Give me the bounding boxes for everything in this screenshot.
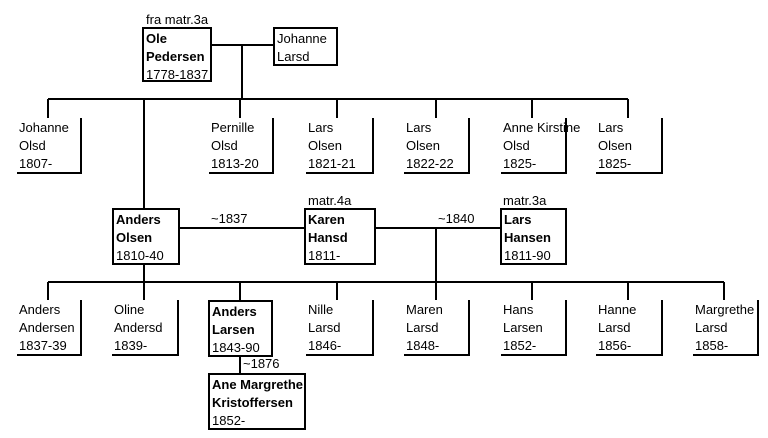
lars-hansen-origin-note: matr.3a bbox=[503, 193, 547, 208]
person-line: Olsen bbox=[598, 138, 632, 153]
person-line: 1825- bbox=[598, 156, 632, 171]
person-line: Larsd bbox=[406, 320, 439, 335]
person-line: Larsd bbox=[308, 320, 341, 335]
ole-origin-note: fra matr.3a bbox=[146, 12, 209, 27]
person-line: 1822-22 bbox=[406, 156, 454, 171]
person-line: Olsd bbox=[211, 138, 238, 153]
person-line: 1837-39 bbox=[19, 338, 67, 353]
person-line: Lars bbox=[406, 120, 432, 135]
person-line: Olsd bbox=[19, 138, 46, 153]
person-line: 1856- bbox=[598, 338, 632, 353]
person-line: Margrethe bbox=[695, 302, 755, 317]
person-line: Larsd bbox=[695, 320, 728, 335]
person-line: 1811-90 bbox=[504, 248, 551, 263]
person-line: 1811- bbox=[308, 248, 341, 263]
person-line: Nille bbox=[308, 302, 334, 317]
person-line: Karen bbox=[308, 212, 345, 227]
person-line: Pedersen bbox=[146, 49, 205, 64]
person-line: Olsen bbox=[116, 230, 153, 245]
person-line: 1821-21 bbox=[308, 156, 356, 171]
person-line: 1825- bbox=[503, 156, 537, 171]
person-line: Lars bbox=[598, 120, 624, 135]
person-line: 1810-40 bbox=[116, 248, 164, 263]
person-line: Andersen bbox=[19, 320, 75, 335]
person-line: 1852- bbox=[503, 338, 537, 353]
person-line: 1858- bbox=[695, 338, 729, 353]
marriage-date-1837: ~1837 bbox=[211, 211, 248, 226]
person-line: Larsen bbox=[212, 322, 255, 337]
karen-origin-note: matr.4a bbox=[308, 193, 352, 208]
person-line: 1848- bbox=[406, 338, 440, 353]
person-line: Hansen bbox=[504, 230, 551, 245]
person-line: Johanne bbox=[19, 120, 69, 135]
marriage-date-1876: ~1876 bbox=[243, 356, 280, 371]
person-line: Hansd bbox=[308, 230, 348, 245]
person-line: Lars bbox=[504, 212, 532, 227]
person-line: Johanne bbox=[277, 31, 327, 46]
person-line: Oline bbox=[114, 302, 145, 317]
person-line: Larsd bbox=[277, 49, 310, 64]
person-line: Ane Margrethe bbox=[212, 377, 304, 392]
person-line: Pernille bbox=[211, 120, 255, 135]
person-line: 1852- bbox=[212, 413, 246, 428]
person-line: Andersd bbox=[114, 320, 163, 335]
person-line: Anders bbox=[212, 304, 257, 319]
person-line: Olsen bbox=[406, 138, 440, 153]
person-line: Maren bbox=[406, 302, 443, 317]
person-line: Larsd bbox=[598, 320, 631, 335]
person-line: Ole bbox=[146, 31, 167, 46]
person-line: Kristoffersen bbox=[212, 395, 293, 410]
person-line: 1839- bbox=[114, 338, 148, 353]
person-line: Hans bbox=[503, 302, 534, 317]
person-line: Lars bbox=[308, 120, 334, 135]
person-line: Anne Kirstine bbox=[503, 120, 581, 135]
person-line: Larsen bbox=[503, 320, 543, 335]
person-line: 1778-1837 bbox=[146, 67, 209, 82]
person-line: 1813-20 bbox=[211, 156, 259, 171]
person-line: 1843-90 bbox=[212, 340, 260, 355]
person-line: Olsen bbox=[308, 138, 342, 153]
person-line: Anders bbox=[116, 212, 161, 227]
person-line: Olsd bbox=[503, 138, 530, 153]
person-line: Anders bbox=[19, 302, 61, 317]
person-line: Hanne bbox=[598, 302, 637, 317]
marriage-date-1840: ~1840 bbox=[438, 211, 475, 226]
person-line: 1846- bbox=[308, 338, 342, 353]
person-line: 1807- bbox=[19, 156, 53, 171]
